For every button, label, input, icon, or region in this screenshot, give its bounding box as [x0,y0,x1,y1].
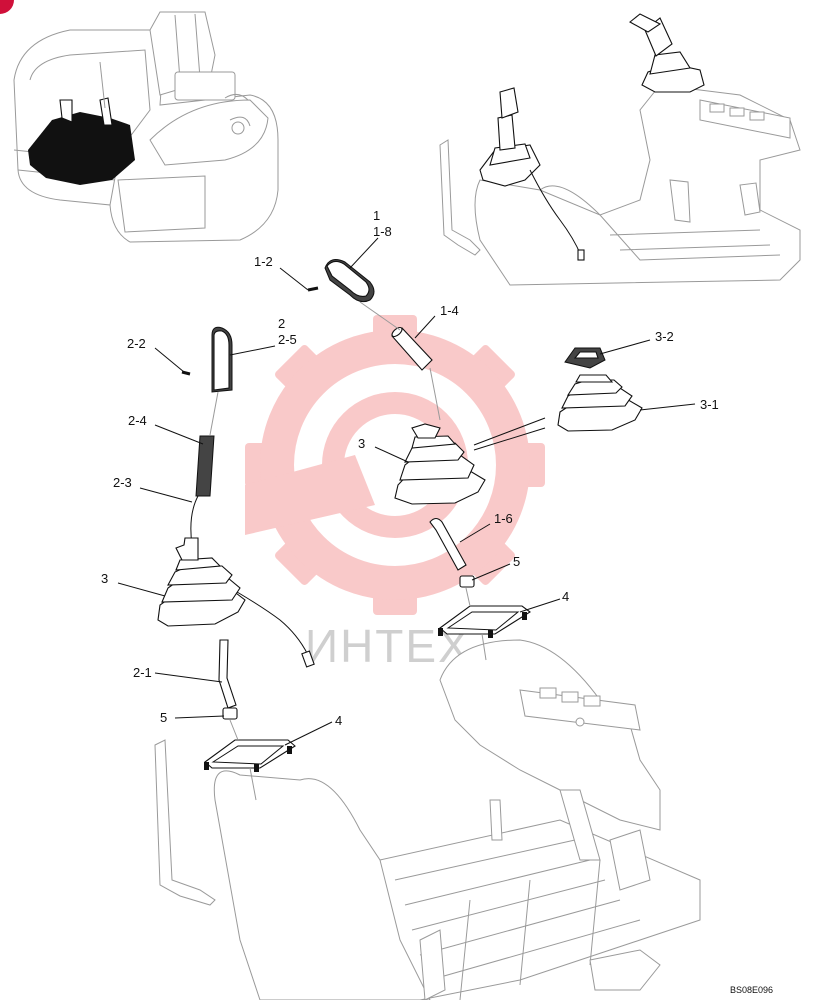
drawing-code: BS08E096 [730,985,773,995]
label-1-6: 1-6 [494,511,513,526]
label-3-1: 3-1 [700,397,719,412]
label-3-left: 3 [101,571,108,586]
part-4-plate-right [438,605,531,638]
part-5-collar-left [222,707,238,720]
label-3-center: 3 [358,436,365,451]
label-1: 1 [373,208,380,223]
part-3-1-boot [557,374,643,432]
part-1-6-lever [429,517,467,571]
label-3-2: 3-2 [655,329,674,344]
label-2-3: 2-3 [113,475,132,490]
label-5-left: 5 [160,710,167,725]
label-4-left: 4 [335,713,342,728]
label-1-8: 1-8 [373,224,392,239]
label-2: 2 [278,316,285,331]
part-3-2-cap [564,347,606,369]
label-2-2: 2-2 [127,336,146,351]
part-4-plate-left [204,739,296,772]
label-2-1: 2-1 [133,665,152,680]
part-2-4-tube [195,435,215,497]
label-2-4: 2-4 [128,413,147,428]
label-4-right: 4 [562,589,569,604]
part-2-grip [181,326,233,393]
part-2-1-lever [218,639,237,709]
leader-lines [117,237,696,746]
part-3-boot-left [157,537,246,627]
part-1-grip [307,259,375,303]
watermark-gear-icon [245,315,545,615]
excavator-cab-overview [13,11,279,243]
label-1-2: 1-2 [254,254,273,269]
part-3-boot-center [394,423,486,505]
label-2-5: 2-5 [278,332,297,347]
console-overview-top [439,13,801,286]
label-5-right: 5 [513,554,520,569]
part-labels: 1 1-8 1-2 1-4 2 2-5 2-2 2-4 2-3 3-2 3-1 … [101,208,773,995]
label-1-4: 1-4 [440,303,459,318]
console-overview-bottom [154,639,701,1000]
part-5-collar-right [459,575,475,588]
corner-mark-icon [0,0,14,14]
